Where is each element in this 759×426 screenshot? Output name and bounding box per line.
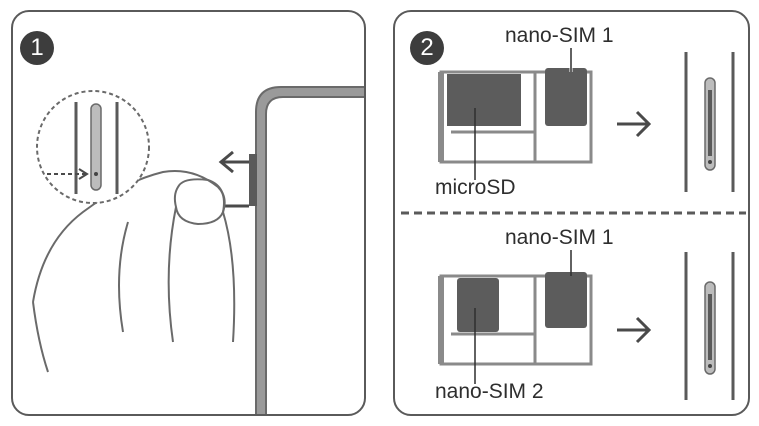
phone-frame bbox=[255, 86, 364, 414]
step-2-badge: 2 bbox=[410, 31, 444, 65]
step-2-illustration bbox=[401, 48, 746, 400]
label-microsd: microSD bbox=[435, 176, 516, 199]
label-nano-sim-2: nano-SIM 2 bbox=[435, 380, 544, 403]
nano-sim-1-card-top bbox=[545, 68, 587, 126]
insert-arrow-icon-top bbox=[617, 110, 652, 138]
label-nano-sim-1-bottom: nano-SIM 1 bbox=[505, 226, 614, 249]
nano-sim-2-card bbox=[457, 278, 499, 332]
step-1-panel: 1 bbox=[11, 10, 366, 416]
phone-side-bottom bbox=[684, 252, 735, 400]
hand-illustration bbox=[32, 170, 236, 373]
phone-side-top bbox=[684, 52, 735, 192]
microsd-card bbox=[447, 74, 521, 126]
step-1-illustration bbox=[32, 86, 364, 414]
nano-sim-1-card-bottom bbox=[545, 272, 587, 328]
step-1-badge: 1 bbox=[20, 31, 54, 65]
insert-arrow-icon-bottom bbox=[617, 316, 652, 344]
tray-bottom bbox=[438, 250, 593, 384]
step-2-panel: 2 bbox=[393, 10, 750, 416]
label-nano-sim-1-top: nano-SIM 1 bbox=[505, 24, 614, 47]
tray-top bbox=[438, 48, 593, 180]
tray-slot bbox=[249, 154, 257, 206]
eject-arrow-icon bbox=[218, 150, 249, 174]
magnifier-callout bbox=[36, 90, 150, 204]
